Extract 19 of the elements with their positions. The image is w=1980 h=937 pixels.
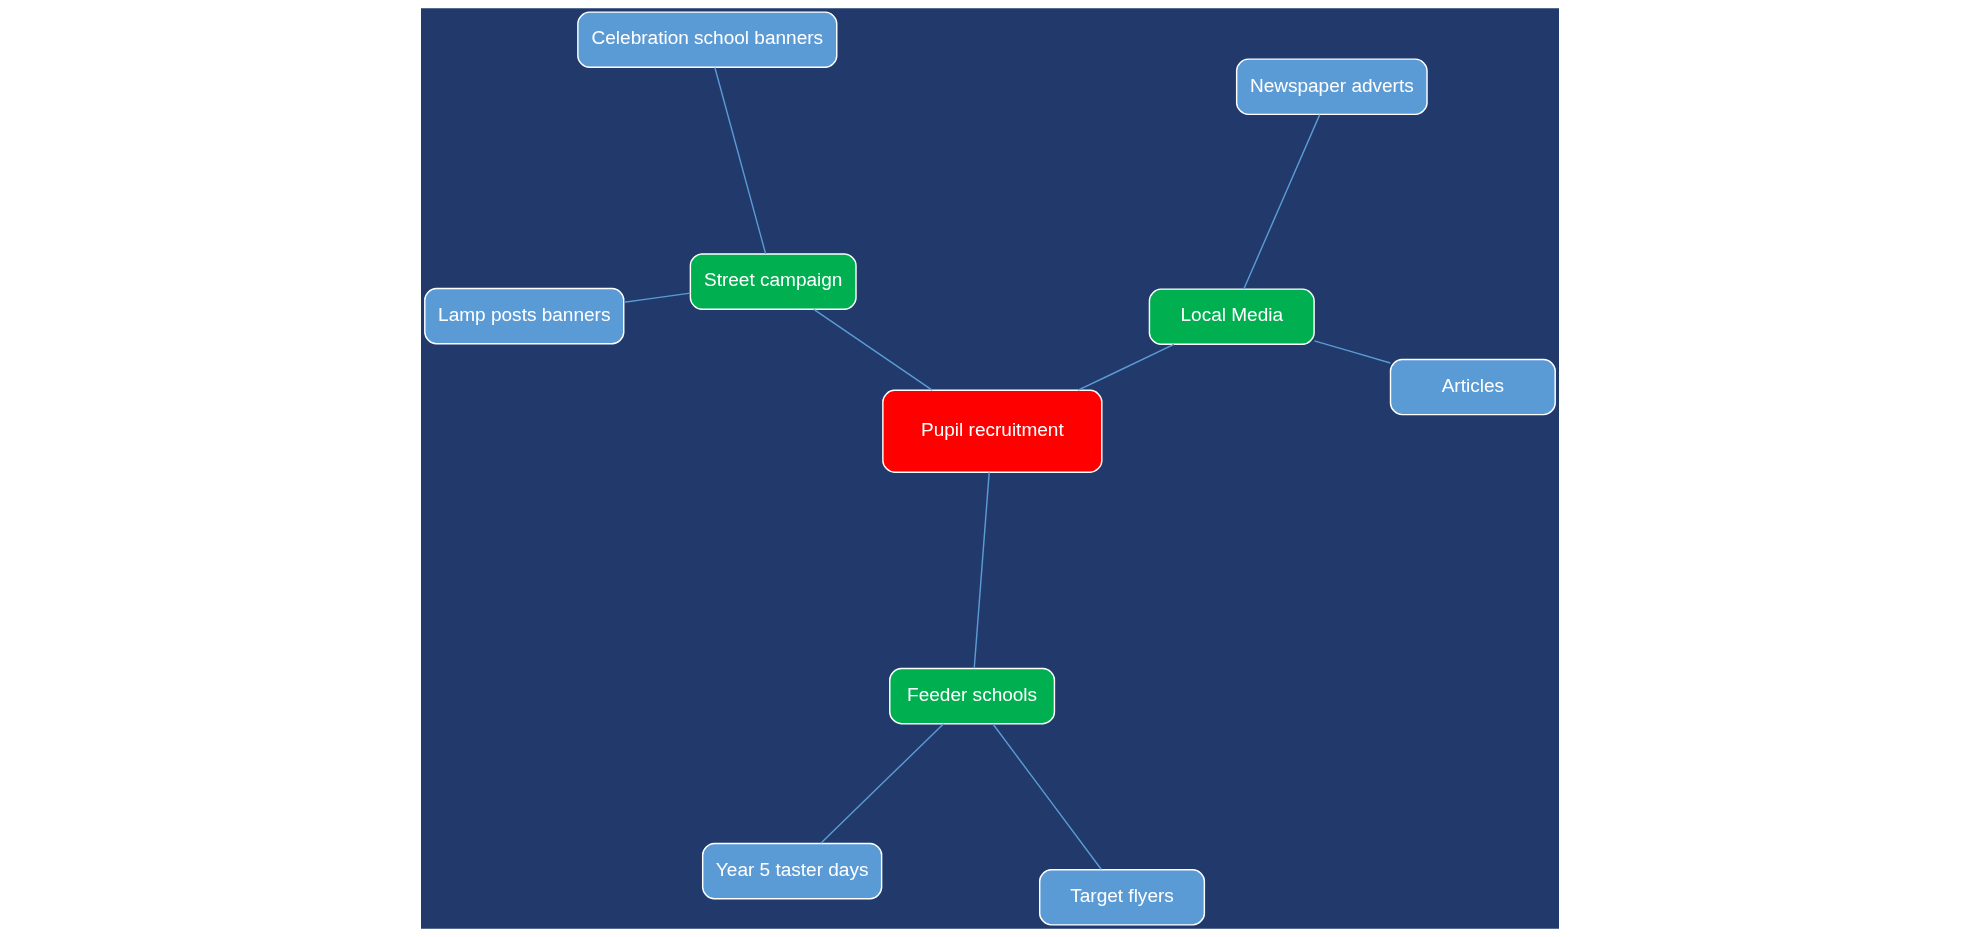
connector (1313, 340, 1392, 364)
connector (714, 66, 767, 255)
connector (623, 292, 692, 303)
node-box: Year 5 taster days (701, 842, 883, 900)
node-box: Street campaign (689, 253, 857, 310)
connector (1077, 343, 1175, 391)
node-box: Pupil recruitment (882, 389, 1103, 473)
connector (813, 308, 933, 391)
connector (992, 723, 1103, 871)
connector (820, 723, 945, 844)
node-box: Target flyers (1038, 868, 1206, 926)
node-box: Celebration school banners (577, 11, 838, 69)
node-box: Lamp posts banners (424, 287, 625, 345)
node-box: Newspaper adverts (1235, 58, 1428, 116)
connector (973, 471, 990, 669)
node-box: Articles (1389, 358, 1556, 416)
node-box: Feeder schools (889, 667, 1056, 725)
node-box: Local Media (1148, 288, 1315, 346)
connector (1243, 113, 1321, 290)
